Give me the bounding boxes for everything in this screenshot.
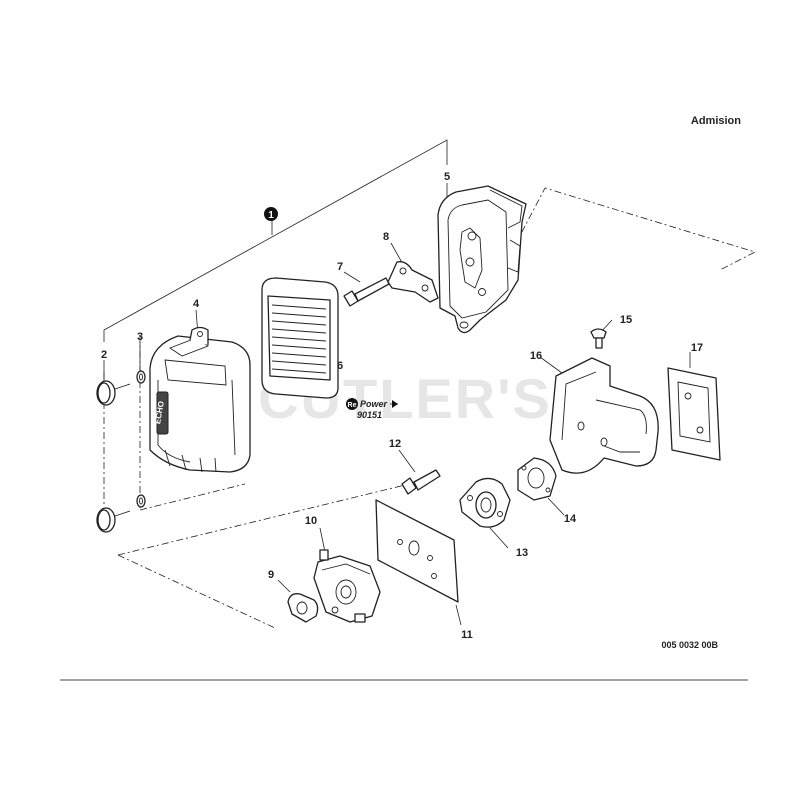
label-part-9: 9 (268, 569, 274, 581)
label-part-16: 16 (530, 350, 542, 362)
carburetor (313, 549, 381, 623)
repower-logo-re: Re (348, 402, 357, 409)
knob-screw-lower (96, 507, 131, 533)
label-part-13: 13 (516, 547, 528, 559)
gasket-plate (375, 499, 459, 603)
label-part-3: 3 (137, 331, 143, 343)
washer-upper (136, 370, 146, 384)
label-part-15: 15 (620, 314, 632, 326)
insulator-gasket (517, 457, 557, 501)
label-part-12: 12 (389, 438, 401, 450)
label-part-8: 8 (383, 231, 389, 243)
label-part-4: 4 (193, 298, 200, 310)
bracket-plate (387, 261, 439, 303)
repower-logo-power: Power (360, 399, 388, 409)
carburetor-gasket (287, 593, 319, 623)
repower-number: 90151 (357, 410, 382, 420)
air-cleaner-base (437, 185, 527, 334)
heat-shield (549, 357, 659, 474)
label-part-11: 11 (461, 629, 473, 641)
assembly-callout-circle (264, 207, 278, 221)
brand-mark: ECHO (153, 400, 166, 424)
label-part-14: 14 (564, 513, 577, 525)
part-labels: 2 3 4 5 6 7 8 9 10 11 12 13 14 15 16 17 (101, 171, 703, 641)
label-part-6: 6 (337, 360, 343, 372)
intake-adapter (459, 477, 511, 528)
label-part-5: 5 (444, 171, 450, 183)
washer-lower (136, 494, 146, 508)
gasket-right (667, 367, 721, 461)
repower-logo-circle (346, 398, 358, 410)
bolt (343, 277, 390, 307)
label-part-2: 2 (101, 349, 107, 361)
assembly-bracket: 1 (103, 139, 448, 342)
screw (590, 328, 607, 349)
repower-badge: Re Power 90151 (346, 398, 398, 420)
knob-screw-upper (96, 380, 131, 406)
assembly-callout-label: 1 (268, 210, 274, 221)
air-cleaner-cover: ECHO (149, 326, 251, 473)
label-part-17: 17 (691, 342, 703, 354)
air-filter-element (261, 277, 339, 399)
label-part-10: 10 (305, 515, 317, 527)
label-part-7: 7 (337, 261, 343, 273)
drawing-code: 005 0032 00B (661, 640, 718, 650)
section-title: Admision (691, 115, 741, 127)
bolt-lower (401, 469, 441, 495)
